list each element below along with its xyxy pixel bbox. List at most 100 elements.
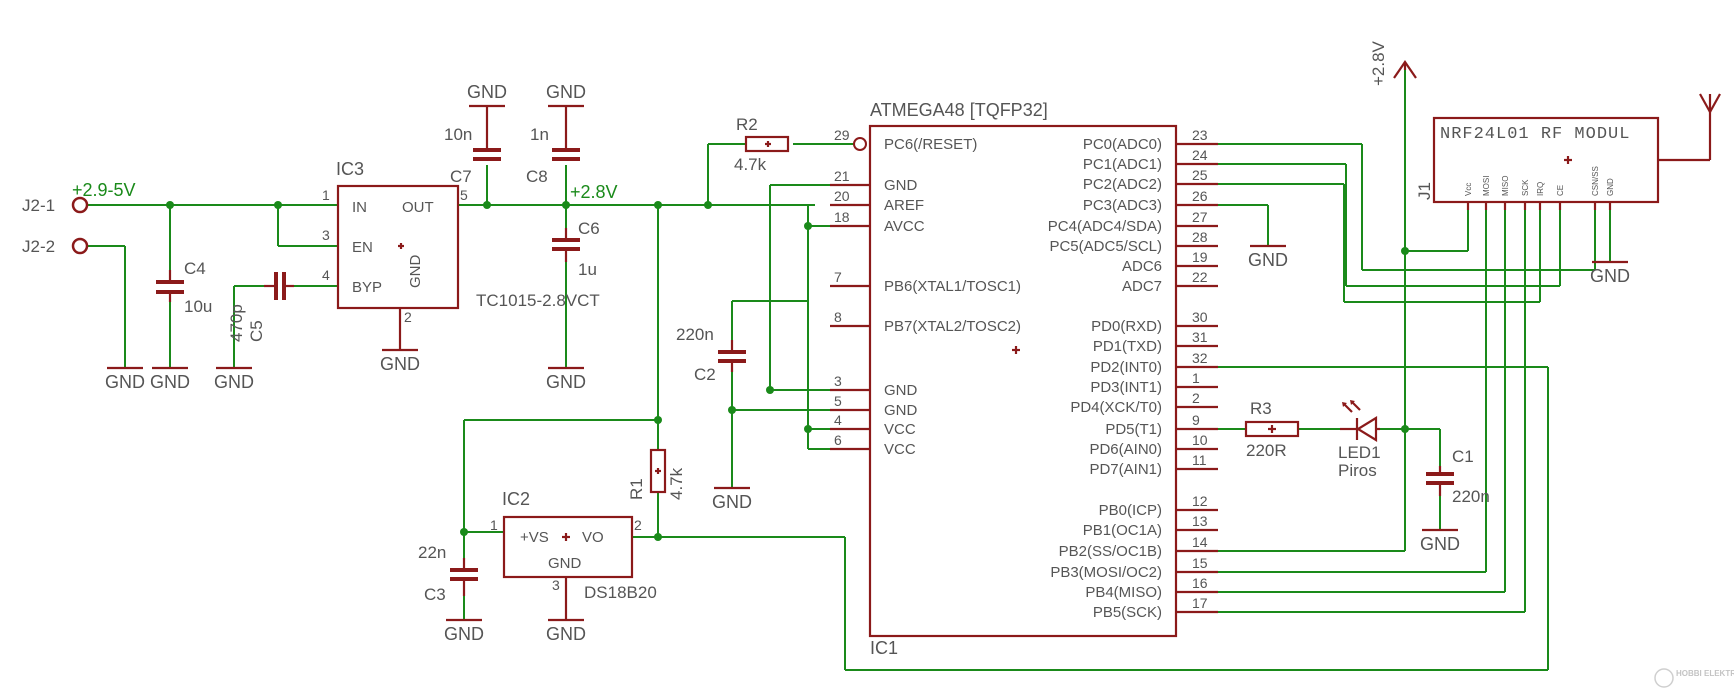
svg-text:VO: VO (582, 529, 604, 546)
svg-text:4.7k: 4.7k (734, 155, 767, 174)
pin-name: AREF (884, 197, 924, 214)
rf-pin-sck: SCK (1521, 179, 1530, 210)
pin-name: GND (884, 382, 918, 399)
pin-number: 32 (1192, 350, 1208, 366)
pin-name: PB4(MISO) (1085, 584, 1162, 601)
svg-text:GND: GND (407, 255, 424, 289)
resistor-r2[interactable]: R2 4.7k (734, 115, 867, 174)
svg-text:C4: C4 (184, 259, 206, 278)
svg-text:470p: 470p (227, 304, 246, 342)
pin-number: 16 (1192, 575, 1208, 591)
ic3-regulator[interactable]: IC3 IN OUT EN BYP GND 1 3 4 5 2 TC1015-2… (322, 159, 600, 350)
pin-number: 26 (1192, 188, 1208, 204)
svg-text:1u: 1u (578, 260, 597, 279)
svg-text:C5: C5 (247, 320, 266, 342)
ic1-atmega48[interactable]: ATMEGA48 [TQFP32] IC1 29PC6(/RESET)21GND… (830, 100, 1218, 658)
svg-text:IN: IN (352, 199, 367, 216)
led1[interactable]: LED1 Piros (1338, 400, 1381, 480)
svg-text:4: 4 (322, 267, 330, 283)
gnd-symbol: GND (150, 366, 190, 392)
pin-name: PB0(ICP) (1099, 502, 1162, 519)
rf-pin-miso: MISO (1501, 176, 1510, 210)
connector-j2-1[interactable]: J2-1 (22, 196, 89, 215)
resistor-r1[interactable]: R1 4.7k (627, 448, 686, 500)
capacitor-c4[interactable]: C4 10u (156, 259, 212, 316)
pin-number: 13 (1192, 513, 1208, 529)
rf-pin-gnd: GND (1606, 178, 1615, 210)
gnd-symbol: GND (105, 366, 145, 392)
pin-number: 10 (1192, 432, 1208, 448)
svg-text:MISO: MISO (1501, 176, 1510, 196)
watermark-logo: HOBBI ELEKTRONIKA (1654, 668, 1734, 688)
pin-name: PC3(ADC3) (1083, 197, 1162, 214)
capacitor-c1[interactable]: C1 220n (1426, 447, 1490, 506)
resistor-r3[interactable]: R3 220R (1244, 399, 1300, 460)
pin-name: PD2(INT0) (1090, 359, 1162, 376)
svg-text:3: 3 (322, 227, 330, 243)
gnd-symbol: GND (546, 618, 586, 644)
pin-name: PD0(RXD) (1091, 318, 1162, 335)
svg-text:GND: GND (546, 82, 586, 102)
svg-text:C7: C7 (450, 167, 472, 186)
pin-name: VCC (884, 421, 916, 438)
gnd-symbol: GND (712, 486, 752, 512)
svg-text:GND: GND (467, 82, 507, 102)
pin-number: 19 (1192, 249, 1208, 265)
pin-name: GND (884, 177, 918, 194)
svg-text:GND: GND (1606, 178, 1615, 196)
pin-number: 28 (1192, 229, 1208, 245)
svg-text:GND: GND (150, 372, 190, 392)
pin-number: 4 (834, 412, 842, 428)
svg-text:10u: 10u (184, 297, 212, 316)
pin-name: PD5(T1) (1105, 421, 1162, 438)
capacitor-c6[interactable]: C6 1u (552, 219, 600, 279)
capacitor-c8[interactable]: 1n C8 (526, 106, 580, 186)
capacitor-c7[interactable]: 10n C7 (444, 106, 501, 186)
svg-text:C8: C8 (526, 167, 548, 186)
capacitor-c5[interactable]: C5 470p (227, 272, 294, 342)
capacitor-c2[interactable]: 220n C2 (676, 325, 746, 384)
connector-j2-2[interactable]: J2-2 (22, 237, 89, 256)
ic2-ds18b20[interactable]: IC2 +VS VO GND 1 2 3 DS18B20 (490, 489, 657, 620)
pin-name: PB7(XTAL2/TOSC2) (884, 318, 1021, 335)
pin-name: PC5(ADC5/SCL) (1049, 238, 1162, 255)
pin-number: 18 (834, 209, 850, 225)
pin-number: 25 (1192, 167, 1208, 183)
svg-text:GND: GND (1248, 250, 1288, 270)
svg-text:GND: GND (1420, 534, 1460, 554)
pin-number: 30 (1192, 309, 1208, 325)
svg-text:EN: EN (352, 239, 373, 256)
pin-number: 5 (834, 393, 842, 409)
gnd-symbol: GND (1590, 260, 1630, 286)
svg-text:IC3: IC3 (336, 159, 364, 179)
svg-text:220n: 220n (1452, 487, 1490, 506)
rf-pin-csn-ss: CSN/SS (1591, 166, 1600, 210)
svg-text:HOBBI ELEKTRONIKA: HOBBI ELEKTRONIKA (1676, 669, 1734, 678)
svg-text:MOSI: MOSI (1482, 176, 1491, 196)
capacitor-c3[interactable]: 22n C3 (418, 543, 478, 604)
pin-number: 9 (1192, 412, 1200, 428)
net-label-vin: +2.9-5V (72, 180, 136, 200)
rf-pin-irq: IRQ (1536, 182, 1545, 210)
svg-text:R2: R2 (736, 115, 758, 134)
svg-text:ATMEGA48 [TQFP32]: ATMEGA48 [TQFP32] (870, 100, 1048, 120)
pin-name: GND (884, 402, 918, 419)
